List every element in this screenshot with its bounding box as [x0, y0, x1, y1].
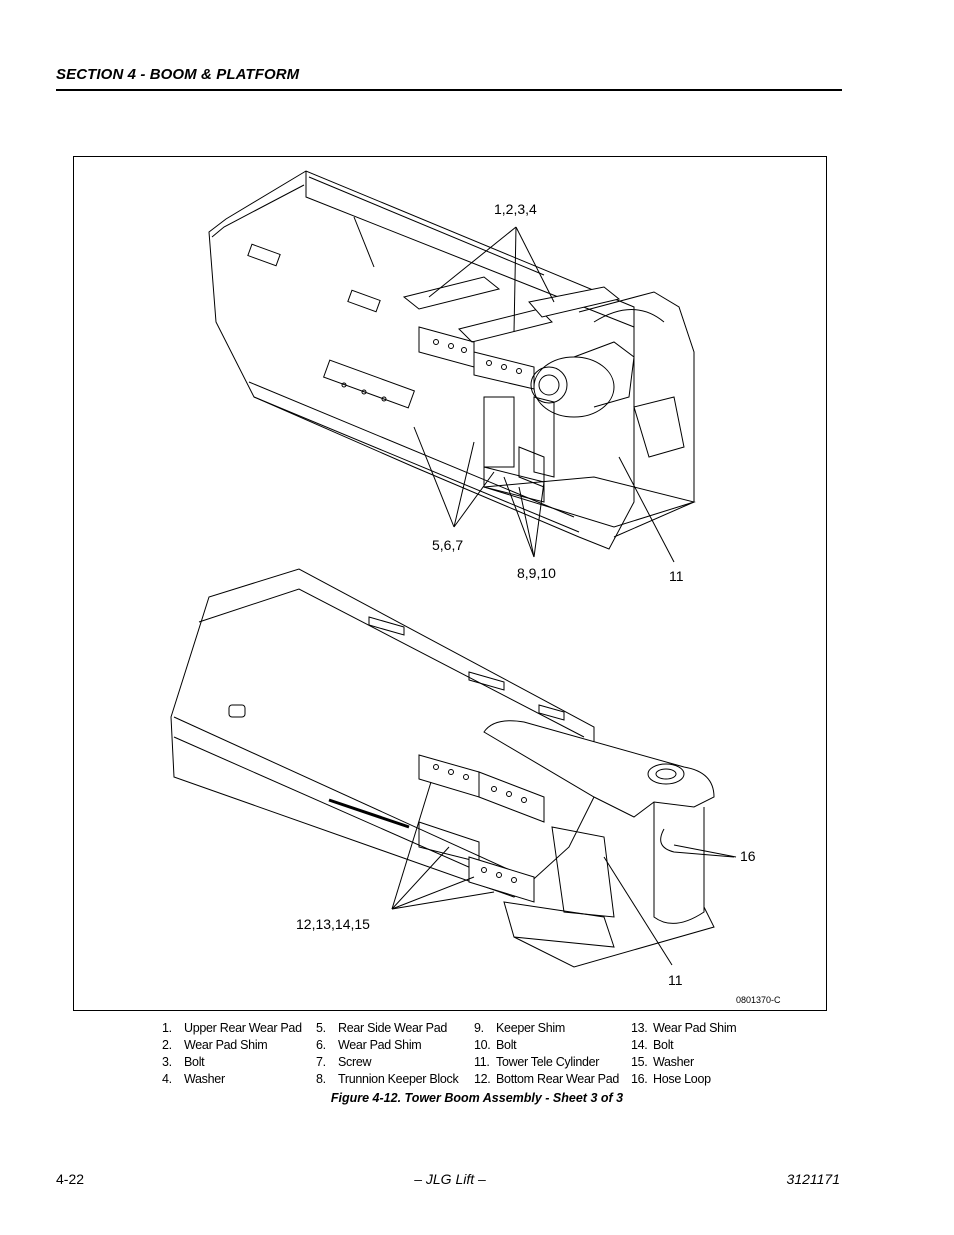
- legend-column-4: 13.Wear Pad Shim 14.Bolt 15.Washer 16.Ho…: [631, 1020, 737, 1088]
- legend-item: 14.Bolt: [631, 1038, 674, 1052]
- legend-item: 1.Upper Rear Wear Pad: [162, 1021, 302, 1035]
- legend-item: 16.Hose Loop: [631, 1072, 711, 1086]
- legend-item: 10.Bolt: [474, 1038, 517, 1052]
- callout-8-9-10: 8,9,10: [517, 565, 556, 581]
- drawing-code: 0801370-C: [736, 995, 781, 1005]
- legend-column-3: 9.Keeper Shim 10.Bolt 11.Tower Tele Cyli…: [474, 1020, 619, 1088]
- section-title: SECTION 4 - BOOM & PLATFORM: [56, 66, 300, 83]
- legend-item: 13.Wear Pad Shim: [631, 1021, 737, 1035]
- legend-item: 9.Keeper Shim: [474, 1021, 565, 1035]
- legend-item: 4.Washer: [162, 1072, 225, 1086]
- legend-column-1: 1.Upper Rear Wear Pad 2.Wear Pad Shim 3.…: [162, 1020, 302, 1088]
- lower-boom-view: [170, 568, 737, 968]
- callout-11-lower: 11: [668, 972, 683, 988]
- legend-item: 2.Wear Pad Shim: [162, 1038, 268, 1052]
- figure-caption: Figure 4-12. Tower Boom Assembly - Sheet…: [330, 1091, 624, 1105]
- page-number: 4-22: [56, 1171, 85, 1187]
- legend-item: 12.Bottom Rear Wear Pad: [474, 1072, 619, 1086]
- legend-item: 8.Trunnion Keeper Block: [316, 1072, 459, 1086]
- legend-item: 5.Rear Side Wear Pad: [316, 1021, 448, 1035]
- callout-16: 16: [740, 848, 756, 864]
- callout-11-upper: 11: [669, 568, 684, 584]
- legend-column-2: 5.Rear Side Wear Pad 6.Wear Pad Shim 7.S…: [316, 1020, 459, 1088]
- callout-5-6-7: 5,6,7: [432, 537, 464, 553]
- legend-item: 7.Screw: [316, 1055, 372, 1069]
- tower-boom-illustration: [170, 170, 737, 968]
- document-number: 3121171: [786, 1171, 840, 1187]
- legend-item: 11.Tower Tele Cylinder: [474, 1055, 600, 1069]
- callout-1-2-3-4: 1,2,3,4: [494, 201, 537, 217]
- header-divider: [56, 89, 842, 91]
- upper-boom-view: [208, 170, 696, 563]
- legend-item: 3.Bolt: [162, 1055, 205, 1069]
- callout-12-13-14-15: 12,13,14,15: [296, 916, 370, 932]
- legend-item: 6.Wear Pad Shim: [316, 1038, 422, 1052]
- legend-item: 15.Washer: [631, 1055, 694, 1069]
- footer-publisher: – JLG Lift –: [414, 1171, 486, 1187]
- figure-frame: 1,2,3,4 5,6,7 8,9,10 11 16 12,13,14,15 1…: [73, 156, 827, 1011]
